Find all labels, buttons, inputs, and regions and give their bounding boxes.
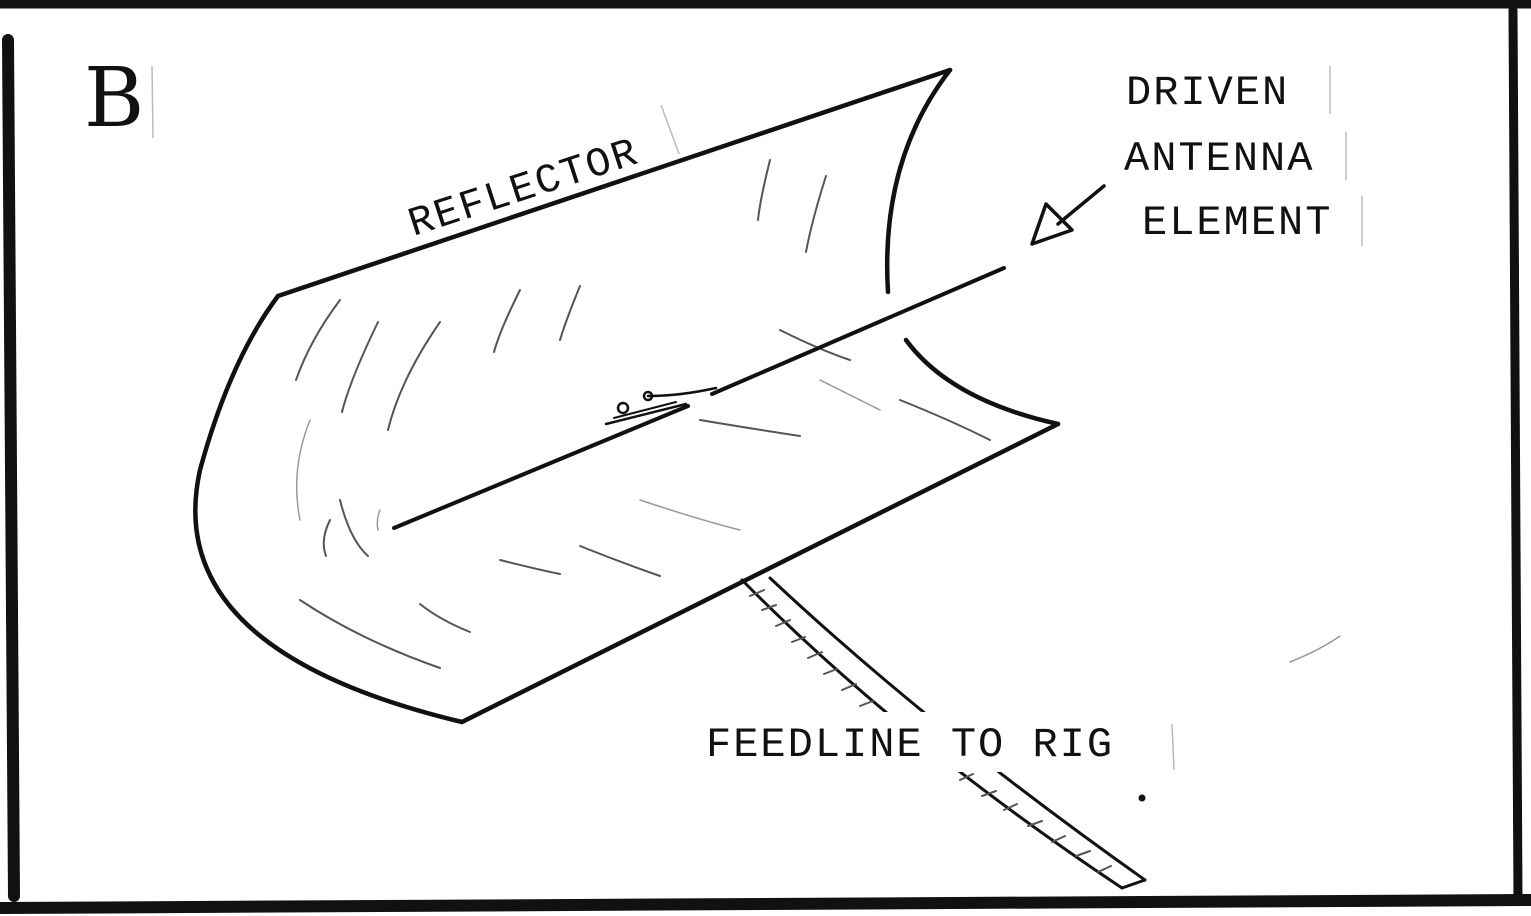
label-tape-edge xyxy=(1171,723,1175,771)
feedline-label-backing xyxy=(700,712,1170,772)
label-tape-edge xyxy=(660,104,680,155)
panel-letter: B xyxy=(84,51,144,146)
driven-label-line2: ANTENNA xyxy=(1124,135,1314,183)
pointer-arrow xyxy=(1030,184,1106,246)
driven-element-label: DRIVEN ANTENNA ELEMENT xyxy=(1124,66,1363,247)
driven-label-line1: DRIVEN xyxy=(1126,69,1289,117)
reflector-label: REFLECTOR xyxy=(403,131,645,249)
label-tape-edge xyxy=(151,65,154,139)
reflector-sheet xyxy=(193,67,1341,725)
driven-label-line3: ELEMENT xyxy=(1142,199,1332,247)
feedline-label: FEEDLINE TO RIG xyxy=(706,721,1114,769)
ink-dot xyxy=(1138,794,1146,802)
driven-antenna-element xyxy=(392,266,1006,530)
feedline-label-group: FEEDLINE TO RIG xyxy=(700,712,1175,802)
